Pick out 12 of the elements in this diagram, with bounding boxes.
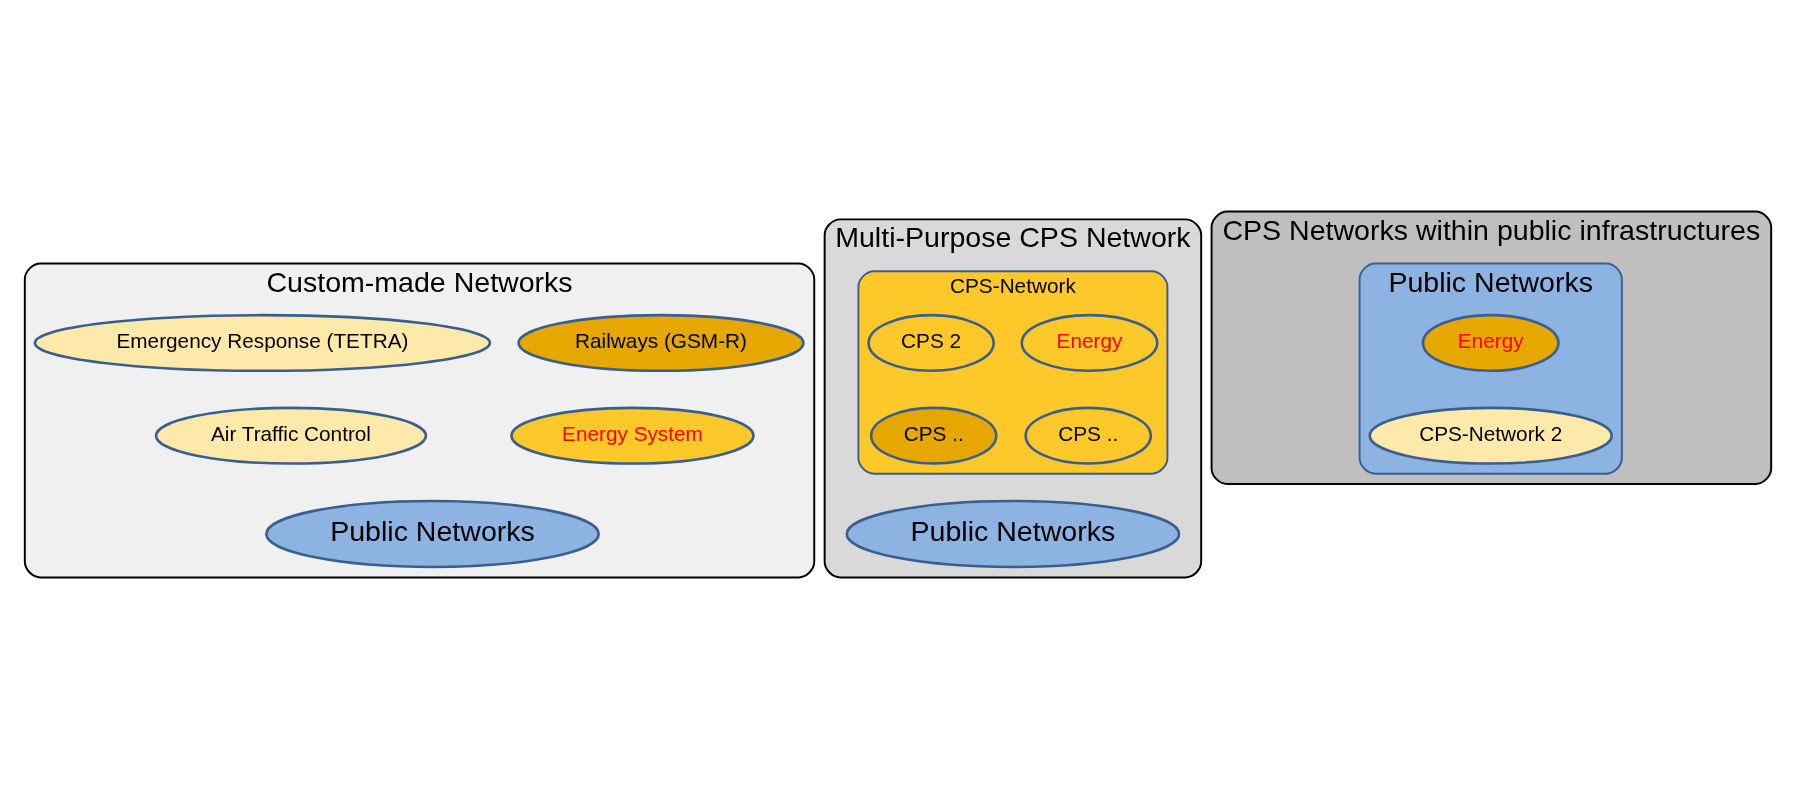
node-ellipse: Public Networks (845, 499, 1181, 569)
node-ellipse: Public Networks (265, 499, 600, 569)
node-ellipse: CPS 2 (867, 313, 995, 373)
node-ellipse: CPS .. (1024, 406, 1153, 465)
node-ellipse: Energy (1421, 313, 1560, 373)
node-ellipse: Railways (GSM-R) (517, 313, 805, 373)
node-ellipse: Air Traffic Control (154, 406, 428, 465)
node-ellipse: Energy System (510, 406, 755, 465)
node-ellipse: CPS-Network 2 (1368, 406, 1613, 465)
node-ellipse: Energy (1020, 313, 1159, 373)
node-ellipse: Emergency Response (TETRA) (33, 313, 492, 373)
node-ellipse: CPS .. (869, 406, 998, 465)
